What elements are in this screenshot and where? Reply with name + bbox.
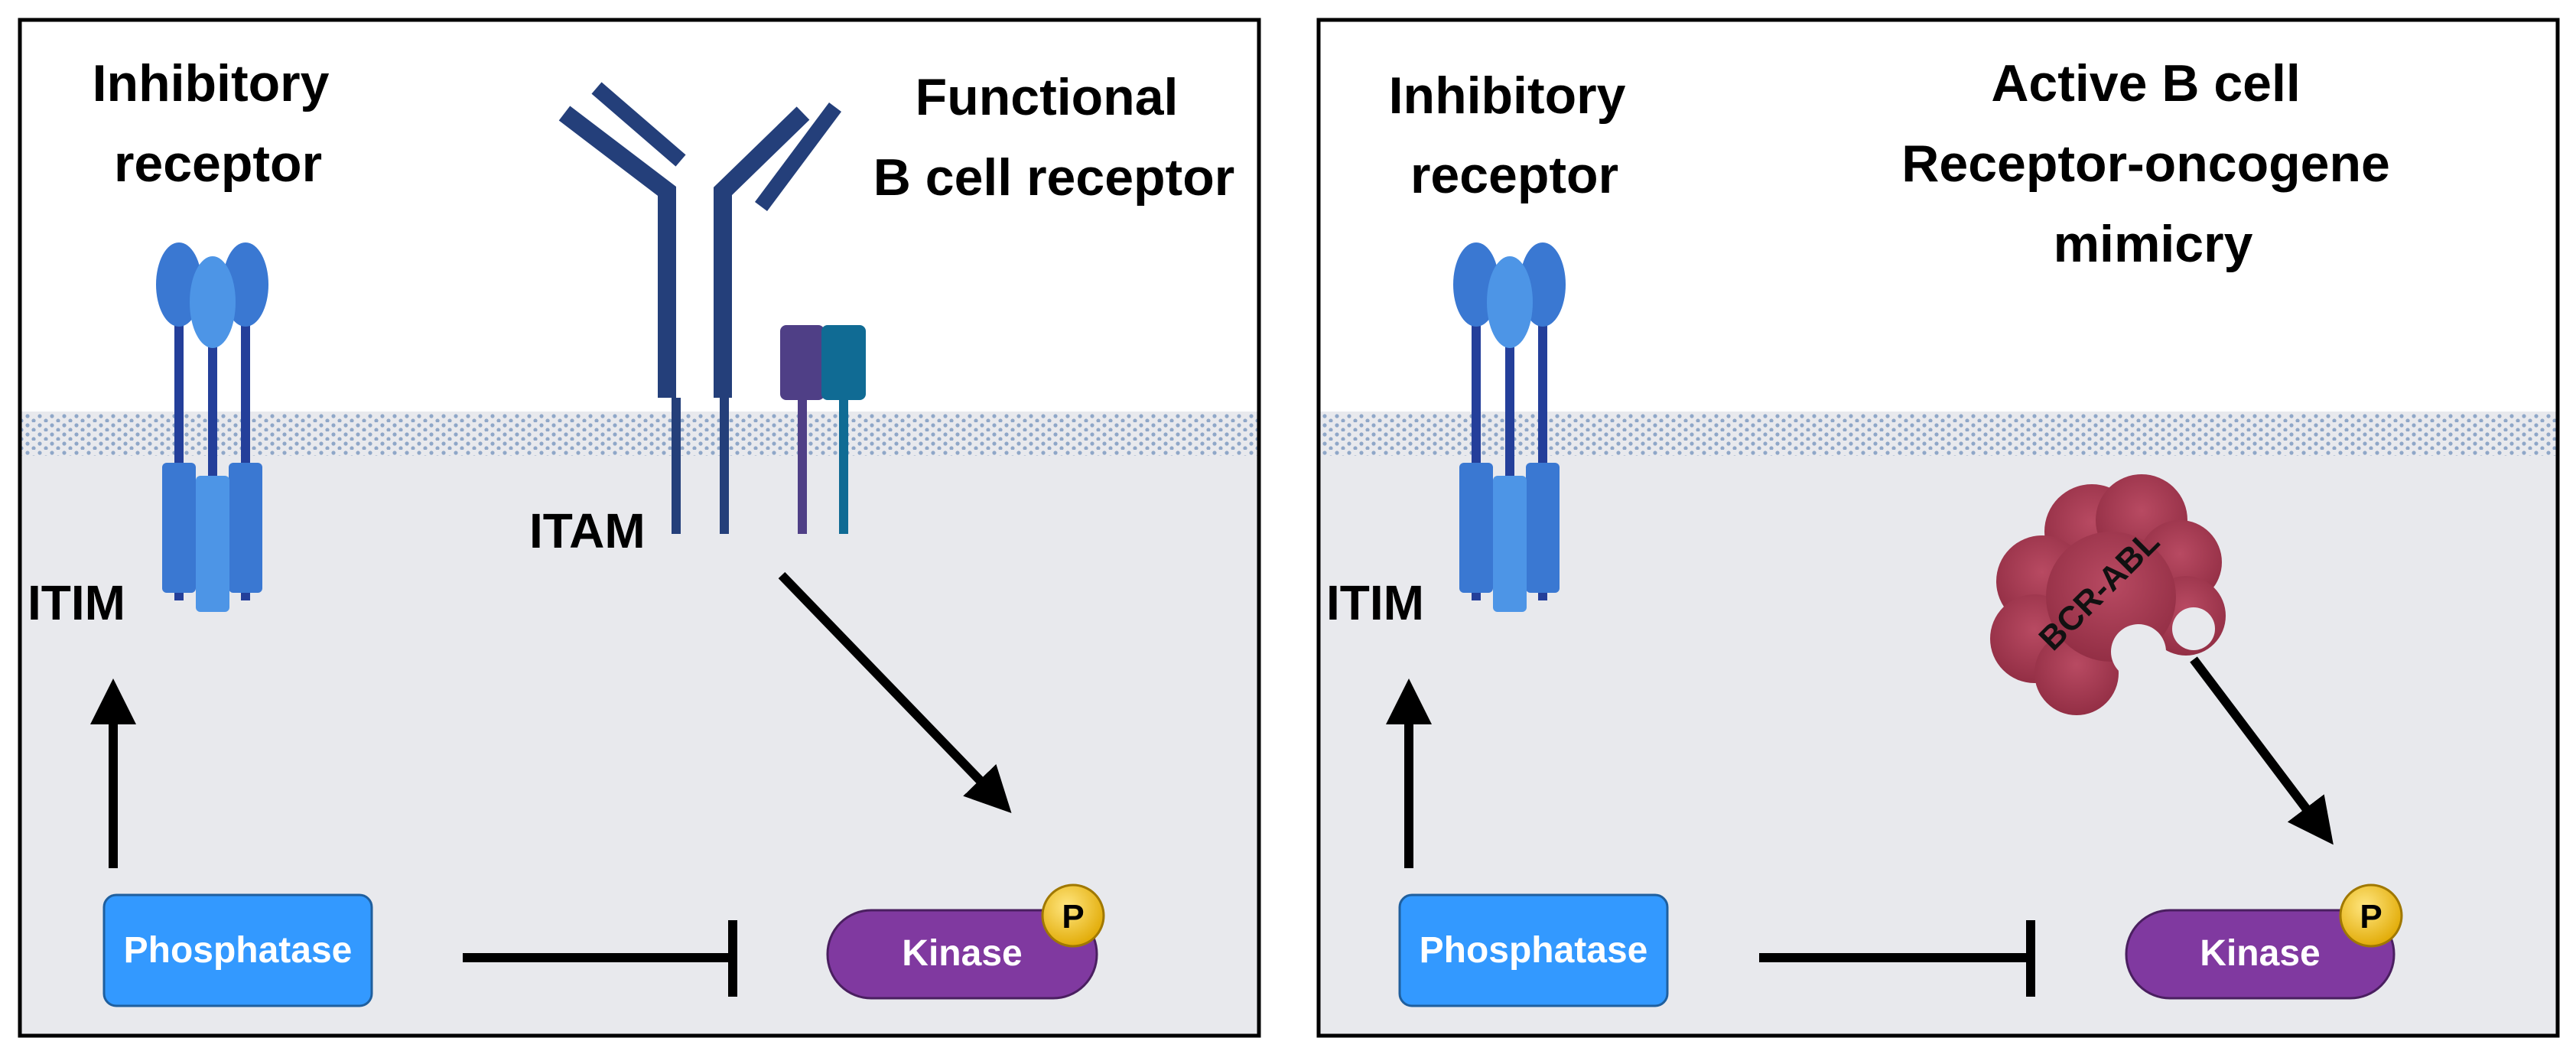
phospho-label-left: P [1062,898,1084,935]
membrane-right [1319,413,2558,456]
itim-label: ITIM [28,575,125,630]
phospho-circle-left [1041,883,1105,948]
kinase-label-left: Kinase [902,933,1022,974]
inhibition-line-left [463,920,737,997]
kinase-label-right: Kinase [2200,933,2320,974]
membrane-left [20,413,1259,456]
inhibitory-receptor-label-right: Inhibitory receptor [1389,67,1641,204]
kinase-pill-left [826,909,1098,1000]
panel-right: Inhibitory receptor ITIM Active B cell R… [1316,18,2560,1038]
panel-right-title: Active B cell Receptor-oncogene mimicry [1901,54,2404,273]
panel-left: Inhibitory receptor ITIM Functional B ce… [18,18,1261,1038]
inhibitory-receptor-label: Inhibitory receptor [93,54,344,193]
phosphatase-label-right: Phosphatase [1420,930,1648,971]
itam-label: ITAM [529,503,646,558]
cd79-heterodimer [780,325,866,534]
inhibition-line-right [1759,920,2035,997]
phospho-label-right: P [2360,898,2382,935]
bcr-abl-oncogene: BCR-ABL [1990,474,2226,715]
inhibitory-receptor-left [156,242,268,612]
panel-left-border [18,18,1261,1038]
phosphatase-box-right [1398,893,1669,1007]
b-cell-receptor-antibody [558,82,842,534]
itim-label-right: ITIM [1326,575,1424,630]
phospho-circle-right [2339,883,2403,948]
panel-right-border [1316,18,2560,1038]
kinase-pill-right [2125,909,2395,1000]
arrow-itam-to-kinase [778,571,1012,813]
inhibitory-receptor-right [1453,242,1566,612]
arrow-oncogene-to-kinase [2190,656,2334,845]
phosphatase-box-left [102,893,373,1007]
bcr-label: Functional B cell receptor [873,68,1234,207]
phosphatase-label-left: Phosphatase [124,930,353,971]
